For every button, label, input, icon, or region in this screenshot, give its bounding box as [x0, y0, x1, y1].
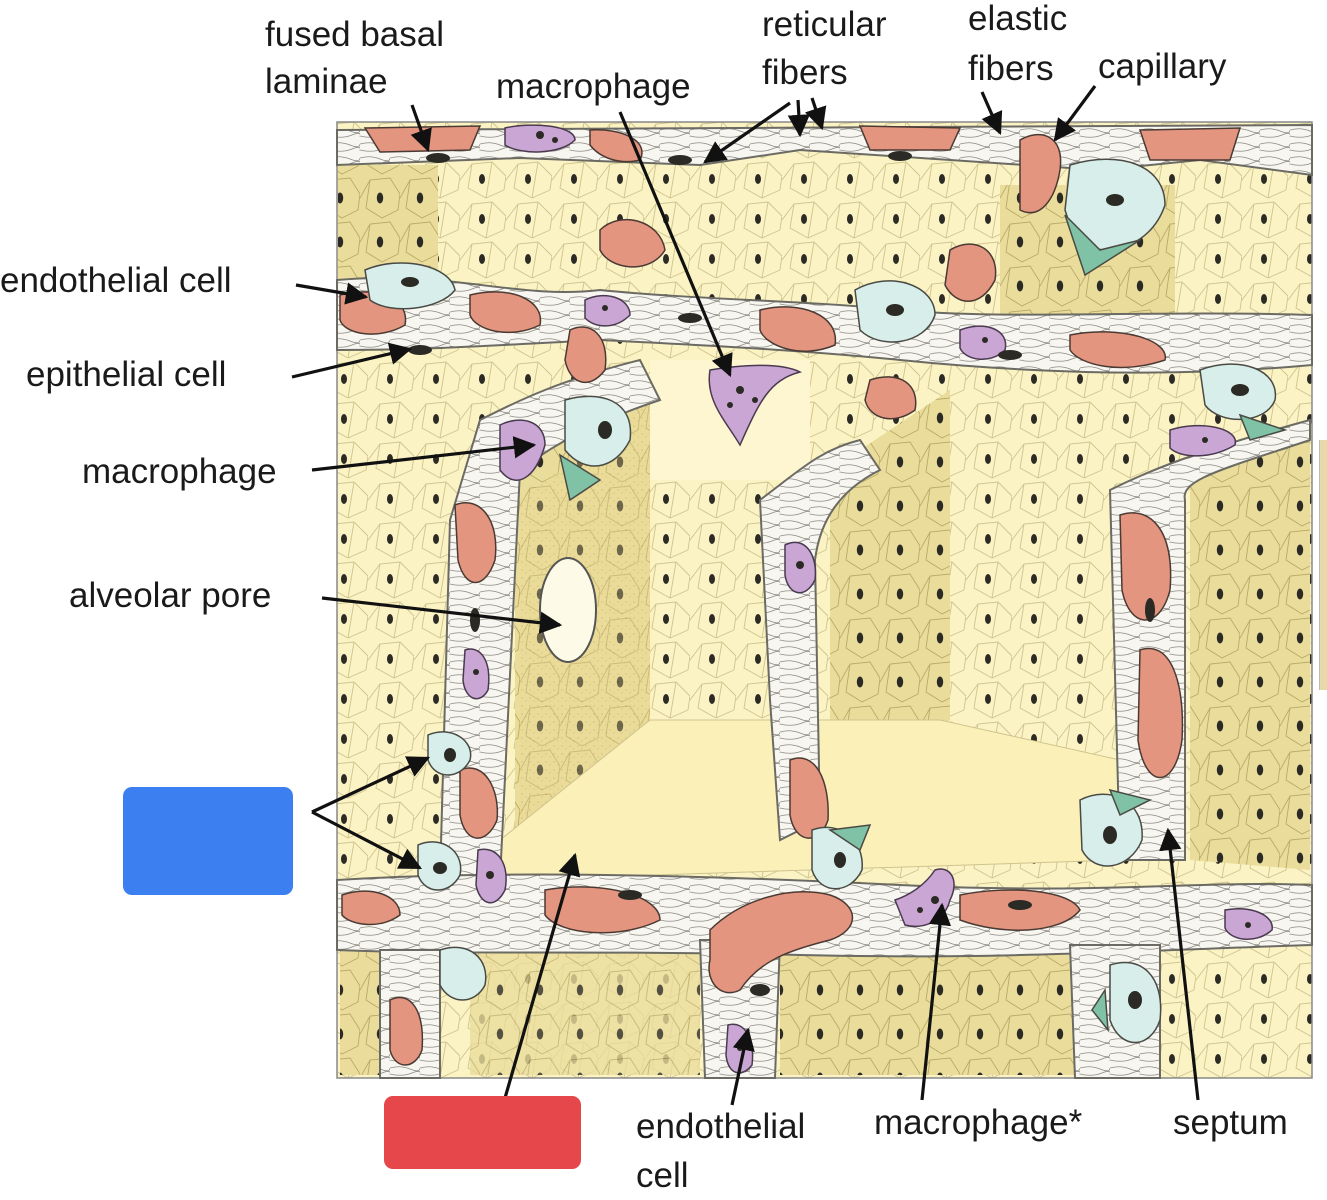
- alveolar-pore-shape: [539, 557, 597, 663]
- arrow-macrophage-left: [311, 436, 537, 472]
- label-macrophage-left: macrophage: [82, 452, 277, 491]
- label-alveolar-pore: alveolar pore: [69, 576, 272, 615]
- label-elastic-fibers-line1: elastic: [968, 0, 1068, 38]
- arrow-blue-box-upper: [311, 756, 431, 814]
- answer-box-blue[interactable]: [123, 787, 293, 895]
- arrow-macrophage-bottom: [920, 902, 952, 1101]
- label-fused-basal-laminae-line1: fused basal: [265, 15, 445, 54]
- arrow-elastic-fibers: [980, 91, 1003, 136]
- arrow-endothelial-cell-bottom: [730, 1027, 755, 1106]
- label-endothelial-cell-left: endothelial cell: [0, 261, 232, 300]
- arrow-alveolar-pore: [321, 596, 563, 634]
- arrow-blue-box-lower: [311, 810, 422, 870]
- page-edge-strip: [1319, 440, 1327, 690]
- illustration: [336, 121, 1313, 1079]
- arrow-fused-basal-laminae: [410, 104, 432, 153]
- arrow-septum: [1159, 827, 1200, 1101]
- label-septum: septum: [1173, 1103, 1288, 1142]
- label-elastic-fibers-line2: fibers: [968, 49, 1054, 88]
- answer-box-red[interactable]: [384, 1096, 581, 1169]
- label-endothelial-cell-bottom-line2: cell: [636, 1156, 689, 1195]
- label-epithelial-cell: epithelial cell: [26, 355, 227, 394]
- arrow-reticular-fibers-1: [703, 101, 791, 164]
- label-macrophage-bottom: macrophage*: [874, 1103, 1083, 1142]
- arrow-reticular-fibers-2: [787, 99, 811, 138]
- arrow-reticular-fibers-3: [804, 97, 827, 131]
- label-capillary: capillary: [1098, 47, 1227, 86]
- arrow-red-box: [503, 852, 581, 1099]
- arrow-capillary: [1053, 85, 1097, 142]
- label-fused-basal-laminae-line2: laminae: [265, 62, 388, 101]
- label-macrophage-top: macrophage: [496, 67, 691, 106]
- label-endothelial-cell-bottom-line1: endothelial: [636, 1107, 806, 1146]
- arrow-macrophage-top: [618, 111, 733, 378]
- arrow-epithelial-cell: [291, 342, 413, 379]
- label-reticular-fibers-line1: reticular: [762, 5, 887, 44]
- leader-arrows: [291, 85, 1200, 1106]
- label-reticular-fibers-line2: fibers: [762, 53, 848, 92]
- arrow-endothelial-cell-left: [295, 282, 369, 305]
